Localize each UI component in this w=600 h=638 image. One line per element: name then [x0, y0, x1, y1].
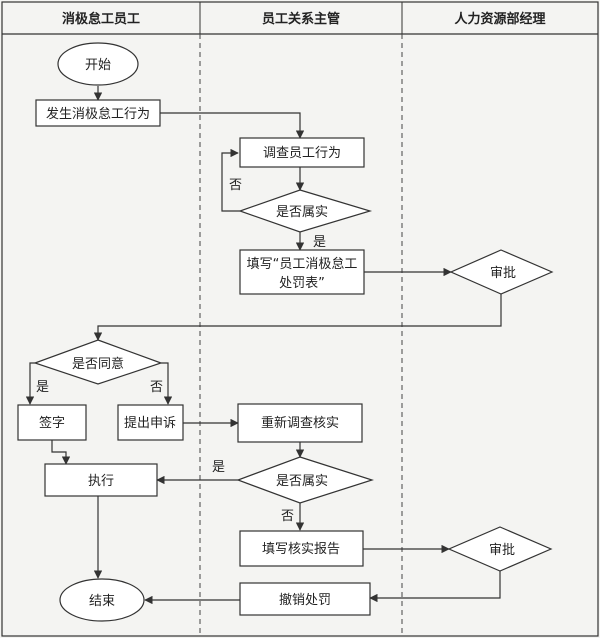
svg-text:填写“员工消极怠工: 填写“员工消极怠工 — [247, 256, 358, 272]
svg-text:是否同意: 是否同意 — [72, 356, 124, 372]
svg-text:填写核实报告: 填写核实报告 — [262, 542, 340, 557]
svg-text:提出申诉: 提出申诉 — [124, 415, 176, 431]
node-fill-report: 填写核实报告 — [239, 530, 364, 567]
lane-header-employee: 消极怠工员工 — [62, 11, 140, 27]
edge-label-no-1: 否 — [229, 178, 242, 193]
svg-text:执行: 执行 — [88, 474, 114, 489]
svg-text:是否属实: 是否属实 — [276, 205, 328, 220]
svg-text:签字: 签字 — [39, 415, 65, 431]
decision-approve-1: 审批 — [449, 249, 554, 295]
edge-label-yes-1: 是 — [313, 235, 326, 250]
svg-text:是否属实: 是否属实 — [276, 474, 328, 489]
svg-text:审批: 审批 — [489, 543, 515, 558]
edge-label-no-agree: 否 — [150, 380, 163, 395]
node-appeal: 提出申诉 — [117, 404, 184, 441]
node-start: 开始 — [57, 42, 139, 86]
decision-agree: 是否同意 — [33, 339, 163, 385]
node-sign: 签字 — [17, 404, 87, 441]
decision-is-true-2: 是否属实 — [236, 456, 374, 504]
svg-text:发生消极怠工行为: 发生消极怠工行为 — [46, 106, 150, 122]
node-behavior: 发生消极怠工行为 — [35, 99, 161, 127]
node-investigate: 调查员工行为 — [239, 137, 365, 168]
node-execute: 执行 — [44, 463, 158, 497]
lane-header-relations-supervisor: 员工关系主管 — [262, 11, 340, 27]
svg-text:处罚表”: 处罚表” — [279, 276, 325, 291]
svg-text:结束: 结束 — [89, 594, 115, 609]
svg-text:审批: 审批 — [490, 266, 516, 281]
svg-text:调查员工行为: 调查员工行为 — [263, 146, 341, 161]
node-end: 结束 — [59, 578, 145, 622]
svg-text:重新调查核实: 重新调查核实 — [261, 415, 339, 431]
node-reinvestigate: 重新调查核实 — [237, 403, 363, 443]
edge-label-yes-agree: 是 — [36, 380, 49, 395]
connectors — [25, 86, 502, 605]
node-revoke: 撤销处罚 — [239, 582, 371, 616]
svg-text:撤销处罚: 撤销处罚 — [279, 592, 331, 608]
decision-is-true-1: 是否属实 — [238, 189, 373, 233]
lane-header-hr-manager: 人力资源部经理 — [454, 11, 545, 27]
decision-approve-2: 审批 — [447, 526, 553, 572]
edge-label-no-2: 否 — [281, 509, 294, 524]
svg-text:开始: 开始 — [85, 58, 111, 73]
edge-label-yes-2: 是 — [212, 460, 225, 475]
node-fill-punishment-form: 填写“员工消极怠工 处罚表” — [239, 249, 365, 295]
